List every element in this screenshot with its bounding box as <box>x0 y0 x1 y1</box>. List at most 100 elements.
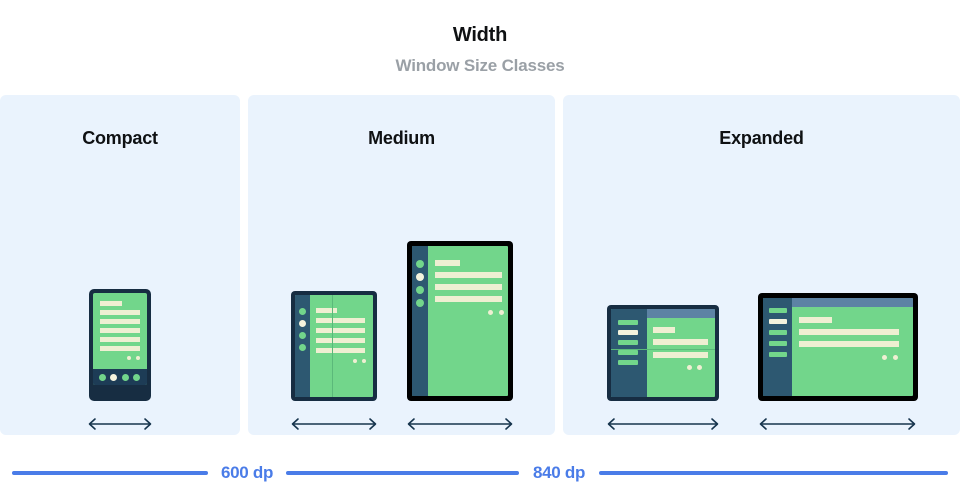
breakpoint-840dp: 840 dp <box>478 463 948 483</box>
rail-dot <box>298 344 306 351</box>
panel-title-compact: Compact <box>82 128 158 148</box>
scale-rule-right <box>599 471 948 475</box>
content-line <box>100 301 122 306</box>
device-column-foldable-portrait <box>288 291 380 435</box>
device-phone-portrait <box>89 289 151 401</box>
content-line <box>798 317 832 323</box>
rail-dot <box>298 332 306 339</box>
double-arrow-icon <box>404 417 516 431</box>
foldable-content <box>310 295 373 397</box>
device-foldable-landscape <box>607 305 719 401</box>
panel-title-expanded: Expanded <box>719 128 804 148</box>
breakpoint-label-840: 840 dp <box>533 463 586 482</box>
content-line <box>100 337 140 342</box>
content-line <box>434 284 502 290</box>
phone-navigation-bar <box>93 369 147 385</box>
drawer-item-selected <box>618 330 638 335</box>
content-line <box>653 339 708 345</box>
foldable-screen <box>294 295 373 397</box>
panel-expanded: Expanded <box>563 95 960 435</box>
fold-crease <box>611 349 715 350</box>
width-arrow-tablet-portrait <box>404 413 516 435</box>
top-app-bar <box>647 309 715 318</box>
device-group-compact <box>0 155 240 435</box>
drawer-item <box>618 320 638 325</box>
width-arrow-foldable-landscape <box>604 413 722 435</box>
device-column-foldable-landscape <box>604 305 722 435</box>
drawer-item <box>768 330 787 335</box>
content-line <box>653 327 675 333</box>
content-line <box>798 341 899 347</box>
drawer-item <box>768 352 787 357</box>
scale-rule-left <box>478 471 519 475</box>
content-dot <box>892 355 898 360</box>
nav-dot <box>99 374 106 381</box>
content-dot <box>487 310 493 315</box>
content-dot <box>127 356 131 360</box>
panel-medium: Medium <box>248 95 555 435</box>
phone-screen <box>93 293 147 385</box>
content-line <box>798 329 899 335</box>
drawer-item <box>618 340 638 345</box>
tablet-screen <box>762 298 913 396</box>
device-tablet-portrait <box>406 241 513 401</box>
breakpoint-600dp: 600 dp <box>12 463 492 483</box>
rail-dot-selected <box>415 273 424 281</box>
scale-rule-left <box>12 471 208 475</box>
nav-dot <box>122 374 129 381</box>
panel-compact: Compact <box>0 95 240 435</box>
navigation-drawer <box>611 309 647 397</box>
double-arrow-icon <box>85 417 155 431</box>
rail-dot <box>415 260 424 268</box>
tablet-content <box>428 246 508 396</box>
content-line <box>315 348 365 353</box>
breakpoint-scale: 600 dp 840 dp <box>0 443 960 494</box>
content-dot <box>881 355 887 360</box>
content-line <box>315 308 337 313</box>
content-line <box>100 319 140 324</box>
scale-rule-right <box>286 471 492 475</box>
content-line <box>434 272 502 278</box>
tablet-screen <box>411 246 508 396</box>
content-line <box>315 338 365 343</box>
rail-dot <box>415 299 424 307</box>
top-app-bar <box>791 298 913 307</box>
content-dot <box>352 359 357 363</box>
content-dot <box>361 359 366 363</box>
page-subtitle: Window Size Classes <box>395 56 565 75</box>
fold-crease <box>331 295 333 397</box>
device-group-expanded <box>563 155 960 435</box>
content-dot <box>697 365 702 370</box>
foldable-content <box>647 309 715 397</box>
content-line <box>315 318 365 323</box>
content-line <box>100 328 140 333</box>
drawer-item <box>618 360 638 365</box>
rail-dot-selected <box>298 320 306 327</box>
foldable-screen <box>611 309 715 397</box>
device-column-tablet-landscape <box>756 293 919 435</box>
size-class-panels: Compact <box>0 95 960 435</box>
page-title: Width <box>452 24 508 46</box>
drawer-item <box>768 308 787 313</box>
content-line <box>315 328 365 333</box>
device-column-tablet-portrait <box>404 241 516 435</box>
diagram-header: Width Window Size Classes <box>0 0 960 95</box>
double-arrow-icon <box>604 417 722 431</box>
rail-dot <box>415 286 424 294</box>
content-line <box>434 260 460 266</box>
rail-dot <box>298 308 306 315</box>
content-dot <box>136 356 140 360</box>
double-arrow-icon <box>288 417 380 431</box>
double-arrow-icon <box>756 417 919 431</box>
nav-dot-selected <box>110 374 117 381</box>
navigation-drawer <box>762 298 792 396</box>
navigation-rail <box>294 295 310 397</box>
content-line <box>653 352 708 358</box>
content-line <box>100 310 140 315</box>
navigation-rail <box>411 246 428 396</box>
device-group-medium <box>248 155 555 435</box>
drawer-item <box>768 341 787 346</box>
width-arrow-phone <box>85 413 155 435</box>
device-column-phone <box>85 289 155 435</box>
drawer-item-selected <box>768 319 787 324</box>
